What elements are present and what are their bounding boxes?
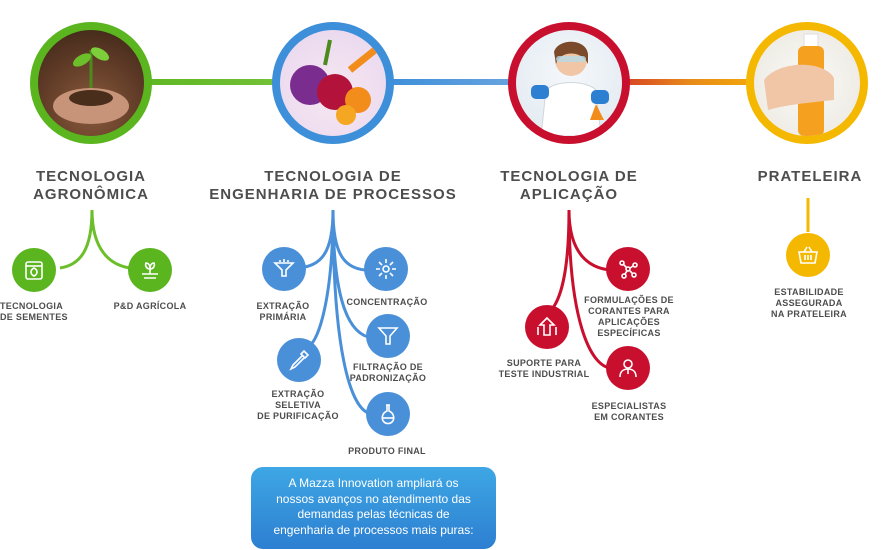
process-item-selective-label: EXTRAÇÃO SELETIVA DE PURIFICAÇÃO bbox=[252, 389, 344, 422]
label-line: FORMULAÇÕES DE bbox=[584, 295, 674, 305]
shelf-photo bbox=[746, 22, 868, 144]
label-line: EXTRAÇÃO bbox=[271, 389, 325, 399]
label-line: PRIMÁRIA bbox=[259, 312, 307, 322]
label-line: ASSEGURADA bbox=[775, 298, 843, 308]
label-line: CORANTES PARA bbox=[588, 306, 670, 316]
stage-title-application: TECNOLOGIA DE APLICAÇÃO bbox=[494, 168, 644, 204]
application-item-formulation-label: FORMULAÇÕES DE CORANTES PARA APLICAÇÕES … bbox=[580, 295, 678, 339]
shelf-item-stability-label: ESTABILIDADE ASSEGURADA NA PRATELEIRA bbox=[762, 287, 856, 320]
process-branch-lines bbox=[299, 209, 369, 415]
stage-title-line: TECNOLOGIA bbox=[36, 168, 146, 185]
stage-title-agronomy: TECNOLOGIA AGRONÔMICA bbox=[20, 168, 162, 204]
stage-title-line: PRATELEIRA bbox=[757, 168, 863, 185]
label-line: P&D AGRÍCOLA bbox=[113, 301, 187, 311]
label-line: ESPECIALISTAS bbox=[591, 401, 667, 411]
label-line: TESTE INDUSTRIAL bbox=[498, 369, 590, 379]
shopping-basket-icon bbox=[786, 233, 830, 277]
label-line: SELETIVA bbox=[275, 400, 321, 410]
stage-title-line: ENGENHARIA DE PROCESSOS bbox=[209, 186, 457, 203]
label-line: DE SEMENTES bbox=[0, 312, 68, 322]
note-line: engenharia de processos mais puras: bbox=[273, 522, 474, 537]
stage-title-shelf: PRATELEIRA bbox=[740, 168, 880, 186]
specialist-icon bbox=[606, 346, 650, 390]
sprout-icon bbox=[128, 248, 172, 292]
process-item-primary-label: EXTRAÇÃO PRIMÁRIA bbox=[248, 301, 318, 323]
filter-funnel-icon bbox=[366, 314, 410, 358]
stage-title-line: TECNOLOGIA DE bbox=[500, 168, 638, 185]
extraction-funnel-icon bbox=[262, 247, 306, 291]
process-item-final-label: PRODUTO FINAL bbox=[340, 446, 434, 457]
label-line: EM CORANTES bbox=[594, 412, 664, 422]
label-line: CONCENTRAÇÃO bbox=[346, 297, 428, 307]
note-line: demandas pelas técnicas de bbox=[297, 507, 450, 521]
upload-arrows-icon bbox=[525, 305, 569, 349]
agronomy-photo bbox=[30, 22, 152, 144]
stage-title-line: AGRONÔMICA bbox=[33, 186, 149, 203]
application-item-support-label: SUPORTE PARA TESTE INDUSTRIAL bbox=[496, 358, 592, 380]
pipette-icon bbox=[277, 338, 321, 382]
application-photo bbox=[508, 22, 630, 144]
label-line: APLICAÇÕES bbox=[597, 317, 660, 327]
application-item-specialists-label: ESPECIALISTAS EM CORANTES bbox=[582, 401, 676, 423]
label-line: NA PRATELEIRA bbox=[771, 309, 847, 319]
process-item-concentration-label: CONCENTRAÇÃO bbox=[340, 297, 434, 308]
label-line: PADRONIZAÇÃO bbox=[349, 373, 427, 383]
timeline-bar bbox=[120, 79, 790, 85]
label-line: ESPECÍFICAS bbox=[597, 328, 661, 338]
agro-item-rd-label: P&D AGRÍCOLA bbox=[110, 301, 190, 312]
label-line: SUPORTE PARA bbox=[506, 358, 582, 368]
label-line: PRODUTO FINAL bbox=[348, 446, 426, 456]
molecule-icon bbox=[606, 247, 650, 291]
stage-title-line: TECNOLOGIA DE bbox=[264, 168, 402, 185]
concentration-icon bbox=[364, 247, 408, 291]
stage-title-line: APLICAÇÃO bbox=[519, 186, 619, 203]
stage-title-process: TECNOLOGIA DE ENGENHARIA DE PROCESSOS bbox=[208, 168, 458, 204]
process-photo bbox=[272, 22, 394, 144]
info-note-box: A Mazza Innovation ampliará os nossos av… bbox=[251, 467, 496, 549]
note-line: nossos avanços no atendimento das bbox=[276, 491, 471, 506]
label-line: FILTRAÇÃO DE bbox=[353, 362, 423, 372]
seed-bag-icon bbox=[12, 248, 56, 292]
label-line: DE PURIFICAÇÃO bbox=[257, 411, 339, 421]
label-line: EXTRAÇÃO bbox=[256, 301, 310, 311]
agro-item-seeds-label: TECNOLOGIA DE SEMENTES bbox=[0, 301, 68, 323]
label-line: TECNOLOGIA bbox=[0, 301, 63, 311]
flask-icon bbox=[366, 392, 410, 436]
process-item-filtration-label: FILTRAÇÃO DE PADRONIZAÇÃO bbox=[344, 362, 432, 384]
note-line: A Mazza Innovation ampliará os bbox=[288, 476, 459, 490]
agro-branch-lines bbox=[59, 209, 131, 270]
label-line: ESTABILIDADE bbox=[774, 287, 844, 297]
